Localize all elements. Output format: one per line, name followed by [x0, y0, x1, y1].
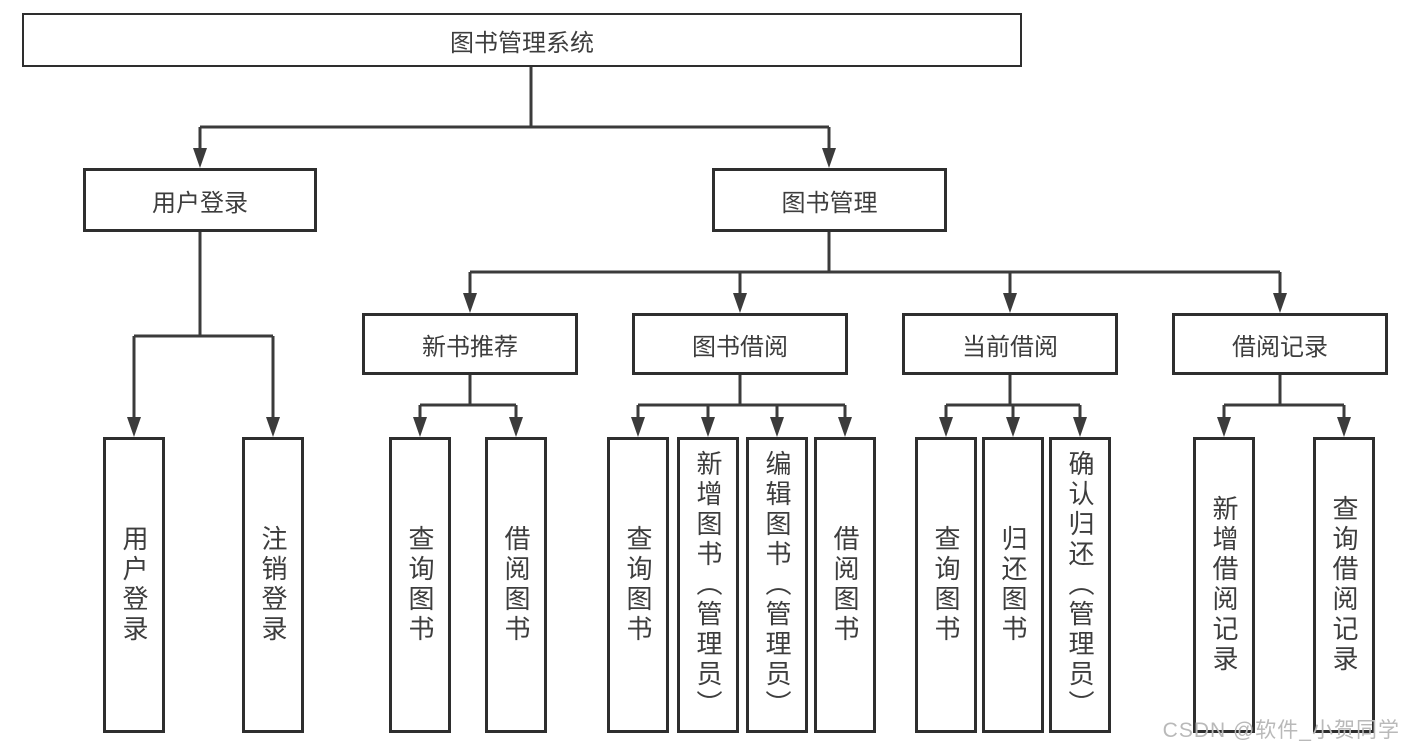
- node-book-borrow: 图书借阅: [632, 313, 848, 375]
- node-leaf-bb-add-book: 新增图书（管理员）: [677, 437, 739, 733]
- node-user-login-label: 用户登录: [152, 189, 248, 217]
- connector-book-mgmt-children: [468, 232, 1282, 301]
- node-root: 图书管理系统: [22, 13, 1022, 67]
- node-leaf-nbr-query-book: 查询图书: [389, 437, 451, 733]
- arrow-to-cb-confirm: [1073, 417, 1087, 437]
- arrow-to-br-query: [1337, 417, 1351, 437]
- connector-current-borrow-children: [944, 375, 1082, 425]
- node-leaf-user-login: 用户登录: [103, 437, 165, 733]
- arrow-to-leaf-user-login: [127, 417, 141, 437]
- connector-borrow-records-children: [1222, 375, 1346, 425]
- node-leaf-bb-query-book: 查询图书: [607, 437, 669, 733]
- arrow-to-user-login: [193, 148, 207, 168]
- node-leaf-cb-query-book-label: 查询图书: [931, 525, 961, 645]
- node-leaf-logout: 注销登录: [242, 437, 304, 733]
- arrow-to-book-mgmt: [822, 148, 836, 168]
- node-new-book-rec: 新书推荐: [362, 313, 578, 375]
- node-leaf-bb-edit-book-label: 编辑图书（管理员）: [762, 450, 792, 720]
- arrow-to-new-book-rec: [463, 293, 477, 313]
- node-root-label: 图书管理系统: [450, 29, 594, 57]
- arrow-to-book-borrow: [733, 293, 747, 313]
- node-borrow-records-label: 借阅记录: [1232, 333, 1328, 361]
- node-leaf-bb-borrow-book-label: 借阅图书: [830, 525, 860, 645]
- node-leaf-br-query-record: 查询借阅记录: [1313, 437, 1375, 733]
- arrow-to-cb-query: [939, 417, 953, 437]
- node-leaf-br-add-record-label: 新增借阅记录: [1209, 495, 1239, 675]
- arrow-to-current-borrow: [1003, 293, 1017, 313]
- node-leaf-cb-return-book: 归还图书: [982, 437, 1044, 733]
- arrow-to-leaf-logout: [266, 417, 280, 437]
- node-leaf-nbr-borrow-book: 借阅图书: [485, 437, 547, 733]
- node-leaf-logout-label: 注销登录: [258, 525, 288, 645]
- node-current-borrow-label: 当前借阅: [962, 333, 1058, 361]
- node-leaf-user-login-label: 用户登录: [119, 525, 149, 645]
- node-borrow-records: 借阅记录: [1172, 313, 1388, 375]
- arrowheads: [127, 148, 1351, 437]
- node-book-mgmt-label: 图书管理: [781, 189, 878, 217]
- node-leaf-bb-add-book-label: 新增图书（管理员）: [693, 450, 723, 720]
- node-leaf-bb-query-book-label: 查询图书: [623, 525, 653, 645]
- arrow-to-br-add: [1217, 417, 1231, 437]
- node-book-mgmt: 图书管理: [712, 168, 947, 232]
- node-new-book-rec-label: 新书推荐: [422, 333, 518, 361]
- arrow-to-bb-edit: [770, 417, 784, 437]
- node-leaf-bb-edit-book: 编辑图书（管理员）: [746, 437, 808, 733]
- node-current-borrow: 当前借阅: [902, 313, 1118, 375]
- node-leaf-br-add-record: 新增借阅记录: [1193, 437, 1255, 733]
- arrow-to-nbr-query: [413, 417, 427, 437]
- arrow-to-nbr-borrow: [509, 417, 523, 437]
- node-leaf-nbr-borrow-book-label: 借阅图书: [501, 525, 531, 645]
- arrow-to-borrow-records: [1273, 293, 1287, 313]
- connector-book-borrow-children: [636, 375, 847, 425]
- arrow-to-bb-borrow: [838, 417, 852, 437]
- node-leaf-cb-confirm-return-label: 确认归还（管理员）: [1065, 450, 1095, 720]
- arrow-to-cb-return: [1006, 417, 1020, 437]
- node-leaf-cb-query-book: 查询图书: [915, 437, 977, 733]
- node-user-login: 用户登录: [83, 168, 317, 232]
- connector-root-to-level2: [198, 67, 831, 156]
- node-leaf-bb-borrow-book: 借阅图书: [814, 437, 876, 733]
- node-leaf-cb-return-book-label: 归还图书: [998, 525, 1028, 645]
- connector-new-book-rec-children: [418, 375, 518, 425]
- arrow-to-bb-query: [631, 417, 645, 437]
- connector-user-login-children: [132, 232, 275, 425]
- node-leaf-cb-confirm-return: 确认归还（管理员）: [1049, 437, 1111, 733]
- node-leaf-nbr-query-book-label: 查询图书: [405, 525, 435, 645]
- node-book-borrow-label: 图书借阅: [692, 333, 788, 361]
- node-leaf-br-query-record-label: 查询借阅记录: [1329, 495, 1359, 675]
- arrow-to-bb-add: [701, 417, 715, 437]
